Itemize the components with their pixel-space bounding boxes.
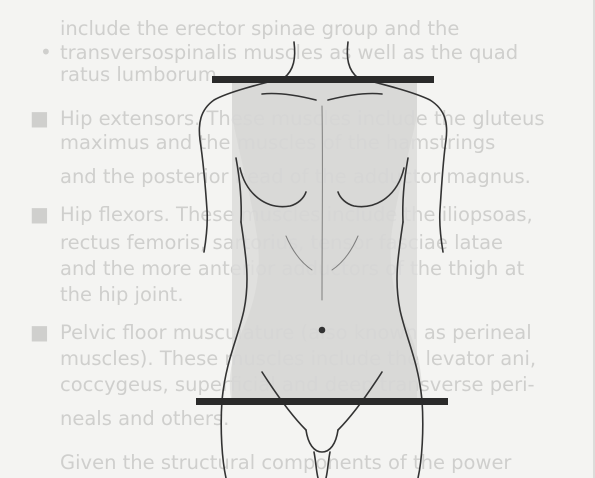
neck-right <box>347 42 358 78</box>
left-outer-leg <box>221 400 226 478</box>
right-outer-leg <box>418 400 423 478</box>
upper-boundary-bar <box>212 76 434 83</box>
left-inner-thigh <box>314 452 318 478</box>
right-inner-thigh <box>326 452 330 478</box>
neck-left <box>284 42 295 78</box>
lower-boundary-bar <box>196 398 448 405</box>
pubic-region <box>306 430 338 452</box>
navel <box>320 328 325 333</box>
